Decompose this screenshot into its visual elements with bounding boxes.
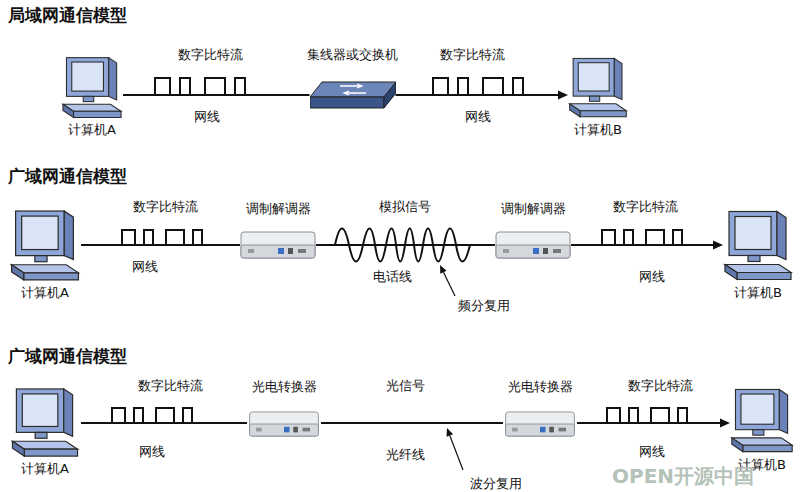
callout-arrows — [440, 265, 463, 470]
connector — [81, 245, 240, 246]
computer-icon — [9, 208, 81, 284]
connector-line — [571, 244, 713, 246]
signal-label: 光信号 — [386, 377, 425, 394]
cable-label: 网线 — [192, 108, 222, 125]
connector-line — [321, 422, 503, 424]
square-wave — [595, 230, 700, 245]
connector-line — [81, 244, 240, 246]
device-node: 光电转换器 — [247, 378, 321, 437]
device-node: 集线器或交换机 — [307, 46, 398, 110]
computer-icon — [723, 208, 793, 284]
device-label: 调制解调器 — [240, 200, 316, 217]
callout-note: 波分复用 — [470, 475, 522, 492]
cable-label: 电话线 — [371, 268, 414, 285]
cable-label: 网线 — [137, 443, 167, 460]
signal-label: 数字比特流 — [178, 46, 243, 63]
callout-note: 频分复用 — [458, 297, 510, 314]
leader-line — [444, 272, 456, 296]
computer-label: 计算机B — [568, 121, 628, 138]
cable-label: 光纤线 — [384, 446, 427, 463]
computer-node: 计算机A — [9, 386, 81, 477]
connector — [123, 95, 310, 96]
connector — [396, 91, 569, 100]
section-heading: 局域网通信模型 — [8, 4, 127, 26]
connector — [577, 419, 730, 428]
arrowhead — [558, 91, 568, 100]
computer-icon — [568, 55, 628, 121]
leader-arrowhead — [447, 428, 454, 437]
connector-line — [577, 422, 720, 424]
device-label: 光电转换器 — [247, 378, 321, 395]
computer-node: 计算机B — [568, 55, 628, 138]
square-wave — [115, 230, 215, 245]
leader-line — [450, 436, 463, 471]
connector — [321, 423, 503, 424]
connector-line — [123, 94, 310, 96]
signal-label: 数字比特流 — [133, 198, 198, 215]
connector — [571, 241, 723, 250]
computer-label: 计算机A — [61, 121, 123, 138]
signal-label: 数字比特流 — [440, 46, 505, 63]
section-heading: 广域网通信模型 — [8, 165, 127, 187]
connector-line — [316, 244, 495, 246]
signal-label: 数字比特流 — [628, 377, 693, 394]
arrowhead — [720, 419, 730, 428]
computer-icon — [730, 386, 794, 456]
square-wave — [145, 78, 250, 95]
device-label: 光电转换器 — [503, 378, 577, 395]
connector-line — [81, 422, 247, 424]
leader-arrowhead — [440, 265, 447, 274]
computer-node: 计算机A — [61, 55, 123, 138]
device-label: 调制解调器 — [495, 200, 571, 217]
square-wave — [600, 408, 705, 423]
signal-label: 数字比特流 — [138, 377, 203, 394]
watermark: OPEN开源中国 — [612, 464, 754, 488]
cable-label: 网线 — [637, 268, 667, 285]
bit-stream-waves — [105, 78, 705, 423]
section-heading: 广域网通信模型 — [8, 345, 127, 367]
cable-label: 网线 — [463, 108, 493, 125]
device-node: 调制解调器 — [495, 200, 571, 259]
device-icon — [503, 411, 577, 437]
connector — [316, 245, 495, 246]
computer-icon — [9, 386, 81, 460]
square-wave — [105, 408, 205, 423]
cable-label: 网线 — [637, 443, 667, 460]
computer-label: 计算机A — [9, 284, 81, 301]
device-node: 光电转换器 — [503, 378, 577, 437]
computer-icon — [61, 55, 123, 121]
arrowhead — [713, 241, 723, 250]
computer-node: 计算机B — [730, 386, 794, 473]
signal-label: 模拟信号 — [379, 198, 431, 215]
computer-node: 计算机B — [723, 208, 793, 301]
device-icon — [247, 411, 321, 437]
device-label: 集线器或交换机 — [307, 46, 398, 63]
computer-label: 计算机B — [723, 284, 793, 301]
device-icon — [495, 231, 571, 259]
device-node: 调制解调器 — [240, 200, 316, 259]
computer-label: 计算机A — [9, 460, 81, 477]
connector — [81, 423, 247, 424]
signal-label: 数字比特流 — [613, 198, 678, 215]
device-icon — [240, 231, 316, 259]
switch-icon — [310, 80, 396, 110]
connector-line — [396, 94, 559, 96]
computer-node: 计算机A — [9, 208, 81, 301]
cable-label: 网线 — [130, 258, 160, 275]
square-wave — [425, 78, 540, 95]
